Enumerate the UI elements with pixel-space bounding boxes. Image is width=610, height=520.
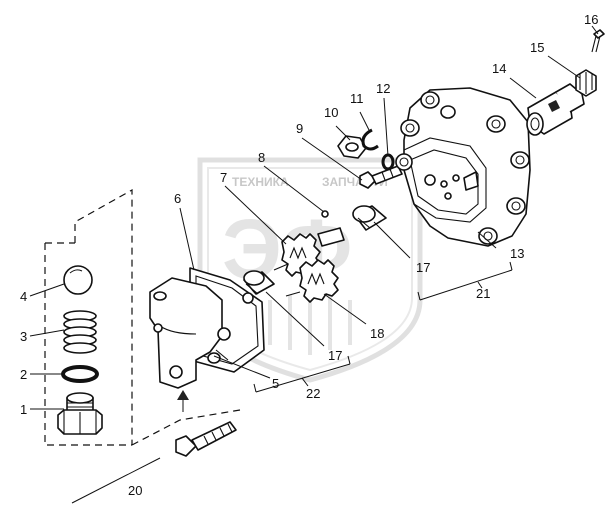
spring-part-3 [63, 310, 97, 354]
callout-15: 15 [530, 40, 544, 55]
leader-lines [29, 25, 599, 504]
assembly-frame-dashed [44, 188, 241, 446]
callout-8: 8 [258, 150, 265, 165]
bushing-part-17-upper [352, 205, 387, 231]
coupling-part-14 [526, 83, 585, 136]
callout-6: 6 [174, 191, 181, 206]
callout-4: 4 [20, 289, 27, 304]
bushing-part-17-lower [243, 270, 275, 295]
o-ring-part-2 [61, 365, 99, 383]
cotter-pin-part-16 [591, 29, 605, 53]
gasket-part-5 [215, 349, 229, 361]
pin-part-8 [321, 210, 329, 218]
callout-7: 7 [220, 170, 227, 185]
callout-9: 9 [296, 121, 303, 136]
callout-5: 5 [272, 376, 279, 391]
callout-10: 10 [324, 105, 338, 120]
watermark-text-left: ТЕХНИКА [232, 175, 289, 189]
callout-12: 12 [376, 81, 390, 96]
callout-20: 20 [128, 483, 142, 498]
callout-labels: 4 3 2 1 5 6 7 8 9 10 11 12 13 14 15 16 1… [20, 12, 598, 498]
callout-18: 18 [370, 326, 384, 341]
callout-14: 14 [492, 61, 506, 76]
bolt-part-9 [359, 165, 403, 189]
gear-pair-part-7-18 [273, 227, 345, 303]
callout-16: 16 [584, 12, 598, 27]
callout-1: 1 [20, 402, 27, 417]
callout-11: 11 [350, 91, 364, 106]
housing-part-13 [395, 87, 531, 247]
callout-22: 22 [306, 386, 320, 401]
plug-part-1 [57, 392, 103, 435]
castle-nut-part-15 [575, 69, 597, 97]
callout-17-lower: 17 [328, 348, 342, 363]
bolt-part-20 [175, 421, 237, 457]
callout-13: 13 [510, 246, 524, 261]
callout-21: 21 [476, 286, 490, 301]
ball-part-4 [63, 265, 93, 295]
callout-17-upper: 17 [416, 260, 430, 275]
spring-washer-part-11 [361, 128, 379, 151]
callout-3: 3 [20, 329, 27, 344]
cover-part-6 [149, 267, 265, 412]
callout-2: 2 [20, 367, 27, 382]
